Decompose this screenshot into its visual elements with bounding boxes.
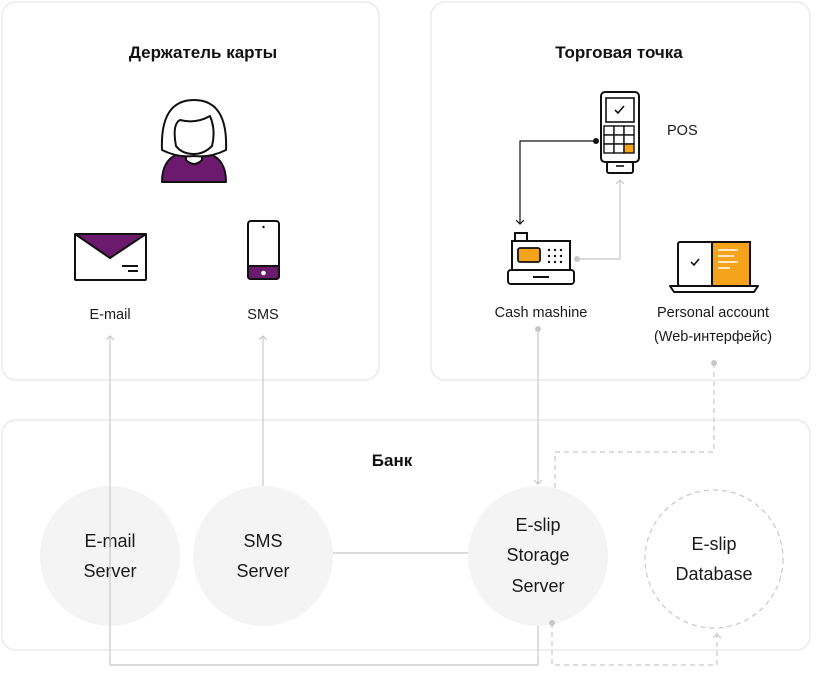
eslip-server-line-1: E-slip — [515, 515, 560, 535]
account-label-1: Personal account — [657, 305, 769, 321]
merchant-title: Торговая точка — [555, 43, 683, 62]
sms-server-node: SMS Server — [193, 486, 333, 626]
pos-terminal-icon — [600, 91, 640, 174]
pos-to-cash-connector — [515, 138, 599, 225]
cash-machine-label: Cash mashine — [495, 305, 588, 321]
cash-register-icon — [507, 232, 575, 285]
laptop-icon — [669, 241, 759, 293]
sms-server-line-1: SMS — [243, 531, 282, 551]
eslip-storage-server-node: E-slip Storage Server — [468, 486, 608, 626]
pos-label: POS — [667, 123, 698, 139]
bank-title: Банк — [372, 451, 413, 470]
eslip-to-email-connector — [105, 335, 539, 666]
account-to-eslip-connector — [554, 360, 717, 488]
cardholder-title: Держатель карты — [129, 43, 277, 62]
account-label-2: (Web-интерфейс) — [654, 329, 772, 345]
phone-icon — [247, 220, 280, 280]
sms-label: SMS — [247, 307, 278, 323]
cardholder-panel — [1, 1, 380, 381]
person-icon — [160, 99, 228, 183]
sms-server-line-2: Server — [236, 561, 289, 581]
eslip-db-line-2: Database — [675, 564, 752, 584]
email-label: E-mail — [89, 307, 130, 323]
envelope-icon — [74, 233, 147, 281]
eslip-server-line-2: Storage — [506, 545, 569, 565]
cash-to-pos-connector — [574, 179, 625, 262]
eslip-server-line-3: Server — [511, 576, 564, 596]
eslip-to-database-connector — [549, 620, 722, 666]
eslip-database-node: E-slip Database — [644, 489, 784, 629]
cash-to-eslip-connector — [533, 326, 543, 485]
eslip-db-line-1: E-slip — [691, 534, 736, 554]
